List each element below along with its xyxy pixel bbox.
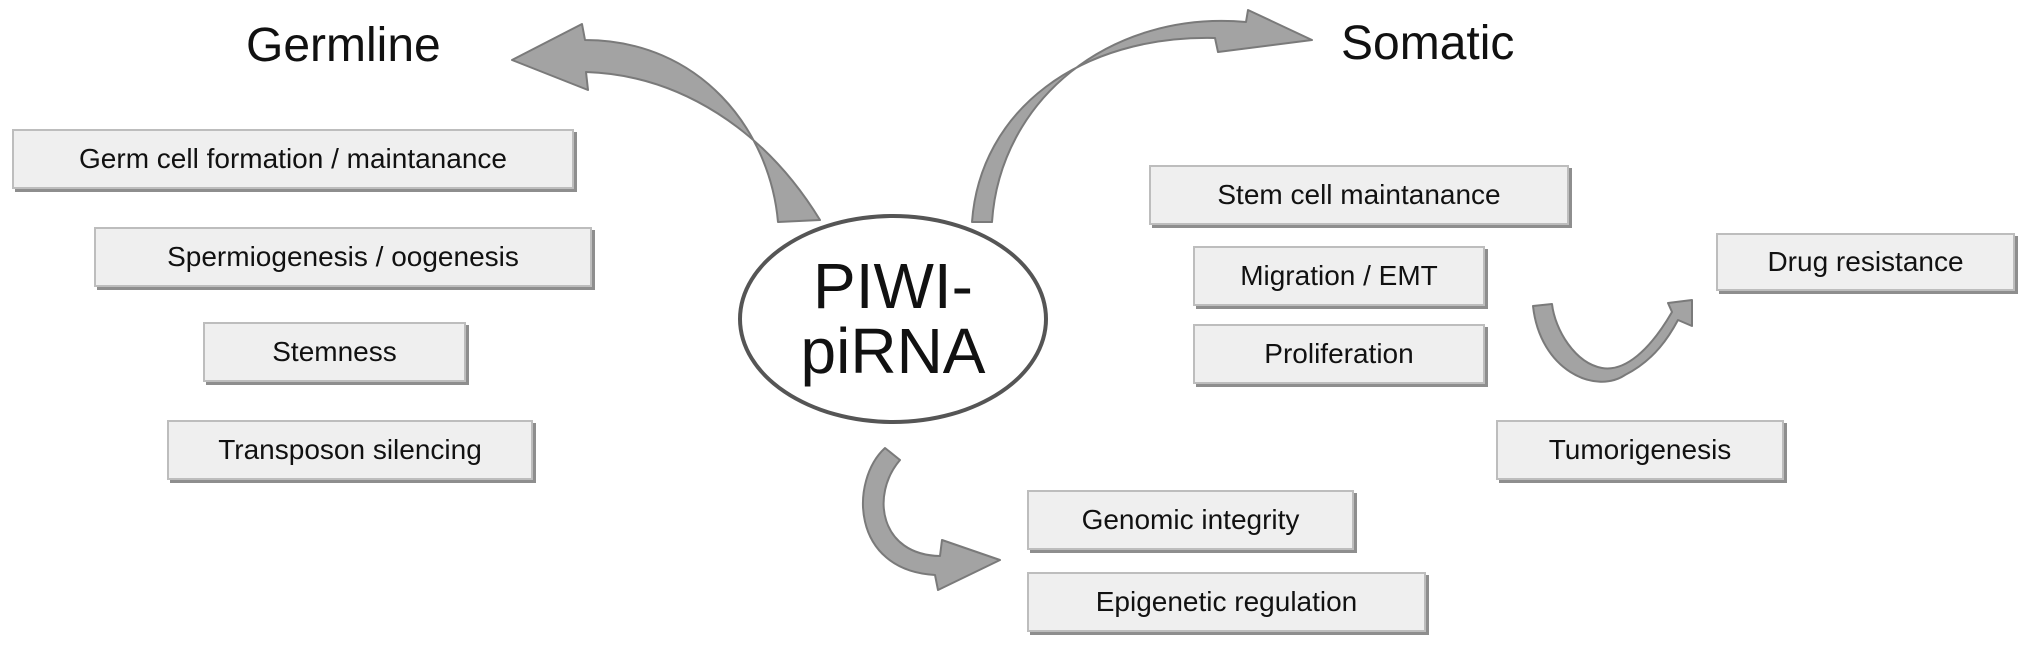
center-label-line2: piRNA bbox=[800, 315, 986, 387]
heading-germline: Germline bbox=[246, 19, 441, 72]
heading-somatic: Somatic bbox=[1341, 17, 1515, 70]
box-migration-emt: Migration / EMT bbox=[1193, 246, 1485, 306]
box-transposon-silencing: Transposon silencing bbox=[167, 420, 533, 480]
box-stemness: Stemness bbox=[203, 322, 466, 382]
box-epigenetic-regulation: Epigenetic regulation bbox=[1027, 572, 1426, 632]
arrow-to-genomic-icon bbox=[862, 447, 1001, 591]
arrow-to-germline-icon bbox=[511, 23, 821, 223]
box-proliferation: Proliferation bbox=[1193, 324, 1485, 384]
box-genomic-integrity: Genomic integrity bbox=[1027, 490, 1354, 550]
box-stem-cell-maintanance: Stem cell maintanance bbox=[1149, 165, 1569, 225]
box-spermiogenesis: Spermiogenesis / oogenesis bbox=[94, 227, 592, 287]
box-drug-resistance: Drug resistance bbox=[1716, 233, 2015, 291]
box-germ-cell-formation: Germ cell formation / maintanance bbox=[12, 129, 574, 189]
arrow-to-somatic-icon bbox=[971, 9, 1313, 223]
arrow-to-drug-resistance-icon bbox=[1532, 299, 1693, 383]
center-label-line1: PIWI- bbox=[813, 249, 973, 322]
box-tumorigenesis: Tumorigenesis bbox=[1496, 420, 1784, 480]
piwi-pirna-node: PIWI- piRNA bbox=[738, 214, 1048, 424]
